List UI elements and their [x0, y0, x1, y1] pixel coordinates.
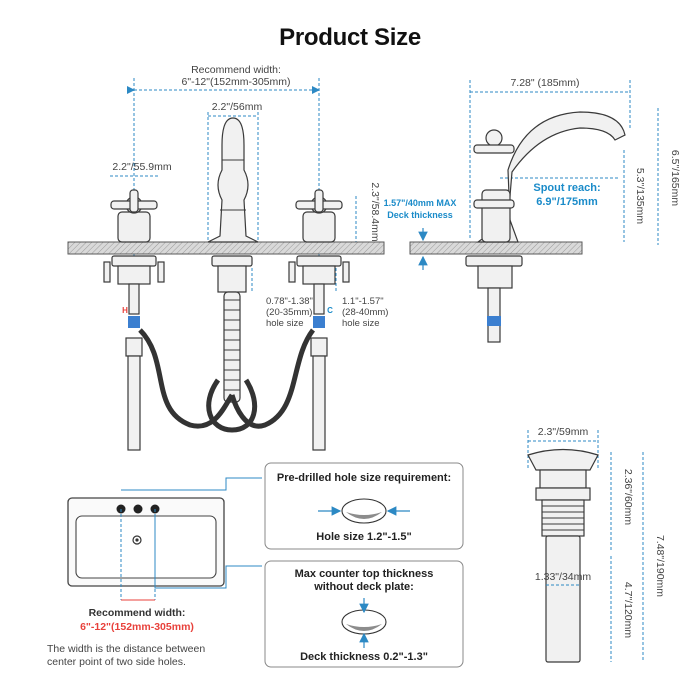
spout-hole-size-1: 0.78"-1.38" — [266, 296, 313, 307]
deck-plate-side — [409, 241, 583, 255]
spout-hole-size-3: hole size — [266, 318, 304, 329]
hole-size-box: Pre-drilled hole size requirement: Hole … — [264, 462, 464, 550]
spout-front — [207, 117, 259, 243]
counter-box-caption: Deck thickness 0.2"-1.3" — [300, 651, 428, 663]
under-deck-parts — [103, 255, 350, 451]
spout-hole-size-2: (20-35mm) — [266, 307, 312, 318]
deck-thickness-max-2: Deck thickness — [387, 210, 453, 220]
cold-mark: C — [327, 306, 333, 315]
sink-note-line-1: The width is the distance between — [47, 643, 205, 655]
hole-box-title: Pre-drilled hole size requirement: — [277, 472, 451, 484]
spout-length-label: 7.28" (185mm) — [510, 77, 579, 89]
deck-plate-front — [67, 241, 385, 255]
sink-recommend-width-label: Recommend width: — [89, 607, 186, 619]
hot-mark: H — [122, 306, 128, 315]
drain-total-height: 7.48"/190mm — [654, 535, 666, 597]
front-recommend-width-value: 6"-12"(152mm-305mm) — [182, 76, 291, 88]
spout-reach-value: 6.9"/175mm — [536, 196, 598, 208]
counter-thickness-box: Max counter top thickness without deck p… — [264, 560, 464, 668]
front-recommend-width-label: Recommend width: — [191, 64, 281, 76]
handle-base-label: 2.2"/55.9mm — [112, 161, 171, 173]
side-view: 7.28" (185mm) 6.5"/165mm 5.3"/135mm Spou… — [384, 77, 681, 343]
side-spout — [476, 111, 626, 243]
handle-hole-size-2: (28-40mm) — [342, 307, 388, 318]
sink-note-line-2: center point of two side holes. — [47, 656, 186, 668]
handle-hole-size-3: hole size — [342, 318, 380, 329]
spout-base-label: 2.2"/56mm — [212, 101, 263, 113]
deck-thickness-max-1: 1.57"/40mm MAX — [384, 198, 457, 208]
counter-box-title-2: without deck plate: — [313, 581, 414, 593]
drain-cap-height: 2.36"/60mm — [622, 469, 634, 526]
handle-height-label: 2.3"/58.4mm — [369, 182, 381, 241]
drain-pipe-length: 4.7"/120mm — [622, 582, 634, 639]
drain-pipe-diameter: 1.33"/34mm — [535, 571, 592, 583]
right-handle — [295, 189, 343, 243]
sink-top-view: Recommend width: 6"-12"(152mm-305mm) The… — [47, 477, 262, 668]
spout-reach-label: Spout reach: — [533, 182, 600, 194]
left-handle — [110, 189, 158, 243]
front-view: Recommend width: 6"-12"(152mm-305mm) 2.2… — [67, 64, 388, 451]
drain-cap-diameter: 2.3"/59mm — [538, 426, 589, 438]
page-title: Product Size — [279, 24, 421, 51]
handle-hole-size-1: 1.1"-1.57" — [342, 296, 384, 307]
hole-box-caption: Hole size 1.2"-1.5" — [316, 531, 411, 543]
side-spout-height: 5.3"/135mm — [634, 168, 646, 225]
sink-recommend-width-value: 6"-12"(152mm-305mm) — [80, 621, 194, 633]
counter-box-title-1: Max counter top thickness — [295, 568, 434, 580]
side-total-height: 6.5"/165mm — [669, 150, 681, 207]
drain: 2.3"/59mm 2.36"/60mm 7.48"/190mm 1.33"/3… — [527, 426, 666, 663]
